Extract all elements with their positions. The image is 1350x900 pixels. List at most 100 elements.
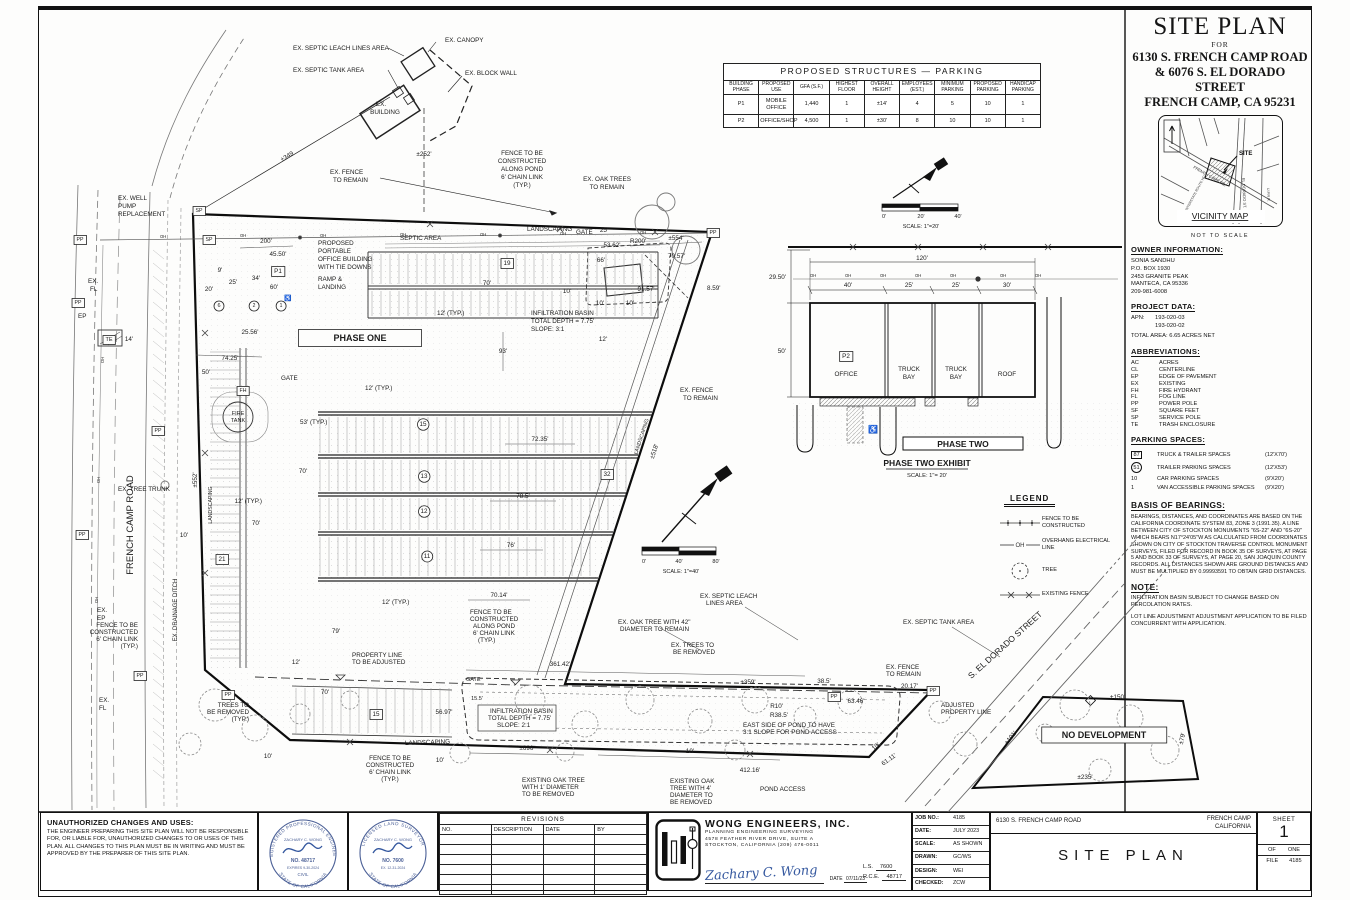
plan-annotation: 78.5' [516,493,529,500]
plan-annotation: 9' [218,267,223,274]
plan-annotation: TO BE REMOVED [522,791,575,798]
plan-annotation: 13 [420,473,428,480]
label-circle [418,470,431,483]
cell: GC/WS [951,851,989,866]
cell: 4,500 [793,113,830,129]
plan-annotation: 15.5' [471,696,483,702]
engineer-stamp: REGISTERED PROFESSIONAL ENGINEER STATE O… [257,809,336,889]
legend-item: EXISTING FENCE [998,590,1110,600]
plan-annotation: ♿ [284,294,292,302]
address-line: FRENCH CAMP, CA 95231 [1144,94,1296,109]
label-box [71,298,85,308]
plan-annotation: TO BE ADJUSTED [352,659,406,666]
scale-bar-exhibit [881,203,959,212]
plan-annotation: EX. [99,697,109,704]
address-line: & 6076 S. EL DORADO STREET [1154,64,1286,94]
table-title: PROPOSED STRUCTURES — PARKING [723,63,1041,81]
plan-annotation: 10' [180,532,188,539]
parking-field-dividers [318,411,652,582]
revisions-title: REVISIONS [439,813,647,825]
plan-annotation: FENCE TO BE [470,609,512,616]
plan-annotation: EX. SEPTIC TANK AREA [903,619,975,626]
stamp-expires: EX. 12-31-2024 [381,866,406,870]
label-box [706,228,720,238]
legend: LEGEND FENCE TO BE CONSTRUCTED OH OVERHA… [998,488,1110,600]
file-label: FILE [1266,857,1279,864]
legend-item: FENCE TO BE CONSTRUCTED [998,516,1110,529]
plan-annotation: EAST SIDE OF POND TO HAVE [743,722,835,729]
adjusted-property-line [254,674,931,694]
vicinity-street-interstate: INTERSTATE ROUTE NO. 5 [1184,172,1208,212]
plan-annotation: EX. SEPTIC LEACH LINES AREA [293,45,390,52]
label-box [271,266,286,277]
plan-annotation: 20' [205,286,213,293]
plan-annotation: TE [105,337,112,343]
plan-annotation: EX. SEPTIC LEACH [700,593,758,600]
note-paragraph: INFILTRATION BASIN SUBJECT TO CHANGE BAS… [1131,594,1279,608]
parking-strip-left [239,348,247,668]
plan-annotation: ±554' [668,235,683,242]
label-box [221,690,235,700]
plan-annotation: INFILTRATION BASIN [490,708,553,715]
parking-strip-top [367,251,659,319]
plan-annotation: NO DEVELOPMENT [1062,730,1147,740]
plan-annotation: 20.17' [901,683,918,690]
plan-annotation: 15 [419,421,427,428]
plan-annotation: 10' [626,300,634,307]
parking-size: (9'X20') [1265,485,1284,492]
revision-row [439,844,647,855]
parking-size: (12'X70') [1265,452,1288,459]
plan-annotation: 11 [424,553,431,560]
plan-annotation: OH [640,230,646,235]
signature-row: Zachary C. Wong DATE 07/11/23 [705,863,868,884]
cell: P1 [722,94,760,115]
plan-annotation: SEPTIC AREA [400,235,442,242]
address-line: 6130 S. FRENCH CAMP ROAD [1132,50,1308,64]
plan-annotation: PP [831,694,838,700]
plan-annotation: 8.59' [707,285,720,292]
plan-annotation: INFILTRATION BASIN [531,310,594,317]
plan-annotation: 12' [599,336,607,343]
plan-annotation: ±518' [649,443,660,460]
plan-annotation: EXISTING OAK TREE [522,777,585,784]
plan-annotation: OH [845,273,851,278]
parking-label: CAR PARKING SPACES [1157,476,1219,483]
existing-fence-icon [1000,591,1040,599]
plan-annotation: ±79' [1178,732,1187,745]
plan-annotation: SCALE: 1"=20' [903,224,939,230]
cell: P2 [722,113,760,129]
label-circle [213,300,225,312]
dimension-lines [195,241,1001,761]
stamp-name: ZACHARY C. WONG [374,837,412,842]
revision-row [439,864,647,875]
plan-annotation: ALONG POND [473,623,515,630]
plan-annotation: 412.16' [740,767,760,774]
plan-annotation: GATE [466,677,481,683]
cell: SERVICE POLE [1159,415,1201,422]
plan-annotation: OH [100,357,105,363]
revision-row [439,874,647,885]
plan-annotation: PHASE ONE [333,333,386,343]
plan-annotation: OH [94,597,99,603]
plan-annotation: PP [137,673,144,679]
cell: DESIGN: [913,864,951,879]
cell: EP [1131,373,1139,380]
plan-annotation: LANDSCAPING [527,226,572,233]
plan-annotation: 12' [292,659,300,666]
cell: AC [1131,359,1139,366]
plan-annotation: 10' [686,748,694,755]
for-label: FOR [1211,40,1229,49]
sheet-number: 1 [1279,822,1289,841]
plan-annotation: PP [710,230,717,236]
owner-line: 2453 GRANITE PEAK [1131,273,1189,280]
cell: 1 [1004,94,1042,115]
plan-annotation: EX. [88,278,98,285]
apn-value: 193-020-03 [1155,315,1185,322]
truck-trailer-count: 87 [1131,451,1143,460]
plan-annotation: (TYP.) [513,182,530,189]
plan-annotation: FIRE [232,411,245,417]
